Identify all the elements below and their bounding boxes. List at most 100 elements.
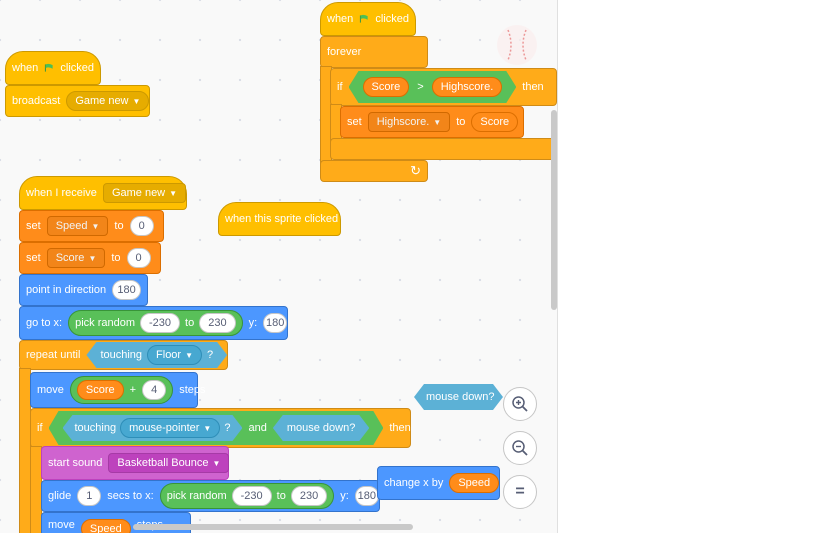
score-reporter[interactable]: Score xyxy=(76,380,124,400)
vertical-scrollbar[interactable] xyxy=(551,110,557,310)
to-label: to xyxy=(276,490,286,502)
chevron-down-icon: ▼ xyxy=(132,96,141,106)
pick-random-operator[interactable]: pick random -230 to 230 xyxy=(68,310,243,336)
move-label: move xyxy=(37,384,64,396)
score-reporter[interactable]: Score xyxy=(471,112,519,132)
sound-dropdown[interactable]: Basketball Bounce▼ xyxy=(108,453,230,473)
zoom-in-button[interactable] xyxy=(503,387,537,421)
touching-mouse-pointer-sensor[interactable]: touching mouse-pointer▼ ? xyxy=(63,415,243,441)
set-highscore-block[interactable]: set Highscore.▼ to Score xyxy=(340,106,524,138)
receive-message-dropdown[interactable]: Game new▼ xyxy=(102,183,187,203)
pick-random-operator[interactable]: pick random -230 to 230 xyxy=(159,483,335,509)
random-max-input[interactable]: 230 xyxy=(199,313,236,333)
then-label: then xyxy=(522,81,544,93)
greater-than-symbol: > xyxy=(417,81,424,93)
hat-clicked-label: clicked xyxy=(60,62,94,74)
broadcast-label: broadcast xyxy=(12,95,61,107)
zoom-reset-button[interactable]: = xyxy=(503,475,537,509)
hat-when-label: when xyxy=(327,13,354,25)
horizontal-scrollbar[interactable] xyxy=(133,524,413,530)
start-sound-label: start sound xyxy=(48,457,103,469)
speed-reporter[interactable]: Speed xyxy=(449,473,500,493)
if-label: if xyxy=(337,81,343,93)
y-input[interactable]: 180 xyxy=(263,313,288,333)
highscore-reporter[interactable]: Highscore. xyxy=(432,77,503,97)
to-label: to xyxy=(456,116,466,128)
change-x-block[interactable]: change x by Speed xyxy=(377,466,500,500)
y-label: y: xyxy=(340,490,349,502)
when-flag-clicked-hat[interactable]: when clicked xyxy=(320,2,416,36)
speed-reporter[interactable]: Speed xyxy=(80,519,131,533)
set-score-block[interactable]: set Score▼ to 0 xyxy=(19,242,161,274)
baseball-sprite-icon xyxy=(497,25,537,65)
random-max-input[interactable]: 230 xyxy=(290,486,328,506)
point-in-direction-block[interactable]: point in direction 180 xyxy=(19,274,148,306)
score-variable-dropdown[interactable]: Score▼ xyxy=(46,248,106,268)
green-flag-icon xyxy=(360,14,368,23)
glide-secs-input[interactable]: 1 xyxy=(77,486,102,506)
touching-target-dropdown[interactable]: Floor▼ xyxy=(147,345,202,365)
when-i-receive-label: when I receive xyxy=(26,187,97,199)
greater-than-operator[interactable]: Score > Highscore. xyxy=(349,71,517,103)
question-mark-label: ? xyxy=(224,422,231,434)
speed-variable-dropdown[interactable]: Speed▼ xyxy=(46,216,109,236)
dropdown-value: Highscore. xyxy=(376,116,430,128)
value-input[interactable]: 0 xyxy=(129,216,154,236)
when-flag-clicked-hat[interactable]: when clicked xyxy=(5,51,101,85)
broadcast-message-dropdown[interactable]: Game new▼ xyxy=(66,91,150,111)
to-label: to xyxy=(114,220,124,232)
direction-input[interactable]: 180 xyxy=(112,280,141,300)
when-sprite-clicked-label: when this sprite clicked xyxy=(225,213,339,225)
touching-target-dropdown[interactable]: mouse-pointer▼ xyxy=(120,418,220,438)
value-input[interactable]: 0 xyxy=(126,248,151,268)
change-x-label: change x by xyxy=(384,477,444,489)
code-workspace[interactable]: when clicked forever if Score > Highscor… xyxy=(0,0,557,533)
dropdown-value: Basketball Bounce xyxy=(117,457,209,469)
chevron-down-icon: ▼ xyxy=(203,423,212,433)
start-sound-block[interactable]: start sound Basketball Bounce▼ xyxy=(41,446,230,480)
glide-block[interactable]: glide 1 secs to x: pick random -230 to 2… xyxy=(41,480,380,512)
set-label: set xyxy=(347,116,362,128)
chevron-down-icon: ▼ xyxy=(88,253,97,263)
random-min-input[interactable]: -230 xyxy=(231,486,272,506)
touching-floor-sensor[interactable]: touching Floor▼ ? xyxy=(86,342,227,368)
move-steps-block[interactable]: move Score + 4 steps xyxy=(30,372,206,408)
go-to-x-label: go to x: xyxy=(26,317,63,329)
add-operator[interactable]: Score + 4 xyxy=(69,376,174,404)
when-sprite-clicked-hat[interactable]: when this sprite clicked xyxy=(218,202,341,236)
hat-when-label: when xyxy=(12,62,39,74)
forever-bottom: ↻ xyxy=(320,160,428,182)
zoom-in-icon xyxy=(512,396,528,412)
set-speed-block[interactable]: set Speed▼ to 0 xyxy=(19,210,164,242)
mouse-down-sensor[interactable]: mouse down? xyxy=(273,415,370,441)
repeat-until-block[interactable]: repeat until touching Floor▼ ? xyxy=(19,340,228,370)
dropdown-value: Speed xyxy=(55,220,88,232)
mouse-down-reporter-loose[interactable]: mouse down? xyxy=(414,384,503,410)
y-label: y: xyxy=(248,317,258,329)
broadcast-block[interactable]: broadcast Game new▼ xyxy=(5,85,150,117)
go-to-xy-block[interactable]: go to x: pick random -230 to 230 y: 180 xyxy=(19,306,288,340)
green-flag-icon xyxy=(45,63,53,72)
secs-to-x-label: secs to x: xyxy=(107,490,154,502)
y-input[interactable]: 180 xyxy=(354,486,379,506)
score-reporter[interactable]: Score xyxy=(363,77,410,97)
forever-block[interactable]: forever xyxy=(320,36,428,68)
and-label: and xyxy=(248,422,267,434)
highscore-variable-dropdown[interactable]: Highscore.▼ xyxy=(367,112,451,132)
when-i-receive-hat[interactable]: when I receive Game new▼ xyxy=(19,176,187,210)
mouse-down-label: mouse down? xyxy=(286,422,356,434)
zoom-out-button[interactable] xyxy=(503,431,537,465)
addend-input[interactable]: 4 xyxy=(142,380,167,400)
to-label: to xyxy=(185,317,195,329)
touching-label: touching xyxy=(74,422,117,434)
chevron-down-icon: ▼ xyxy=(169,188,178,198)
set-label: set xyxy=(26,252,41,264)
touching-label: touching xyxy=(100,349,143,361)
if-block[interactable]: if Score > Highscore. then xyxy=(330,68,557,106)
and-operator[interactable]: touching mouse-pointer▼ ? and mouse down… xyxy=(49,411,384,445)
random-min-input[interactable]: -230 xyxy=(140,313,181,333)
dropdown-value: Game new xyxy=(75,95,129,107)
set-label: set xyxy=(26,220,41,232)
chevron-down-icon: ▼ xyxy=(433,117,442,127)
if-and-block[interactable]: if touching mouse-pointer▼ ? and mouse d… xyxy=(30,408,411,448)
